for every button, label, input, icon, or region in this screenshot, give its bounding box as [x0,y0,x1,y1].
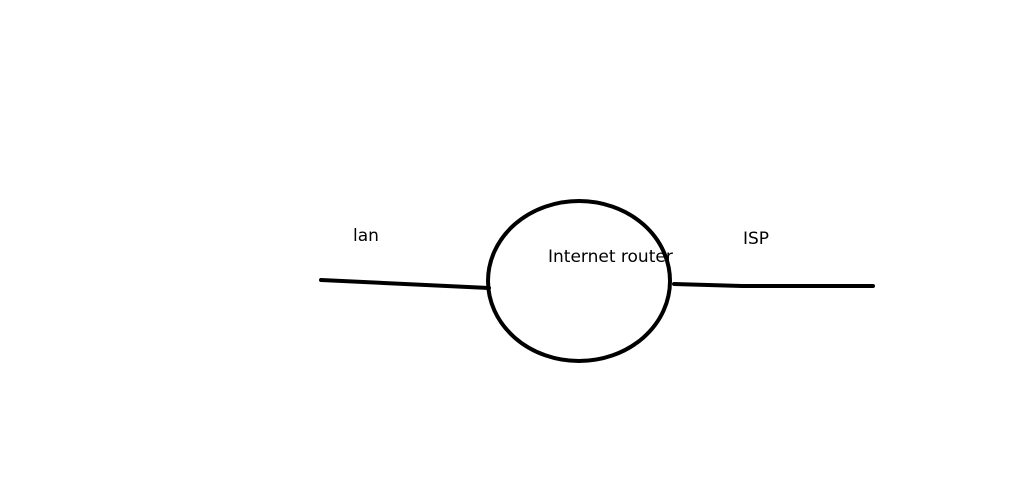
router-label: Internet router [548,247,673,267]
isp-label: ISP [743,229,770,249]
lan-label: lan [353,226,379,246]
isp-link-line [672,282,875,288]
router-node-circle [486,199,672,363]
lan-link-line [319,278,491,290]
